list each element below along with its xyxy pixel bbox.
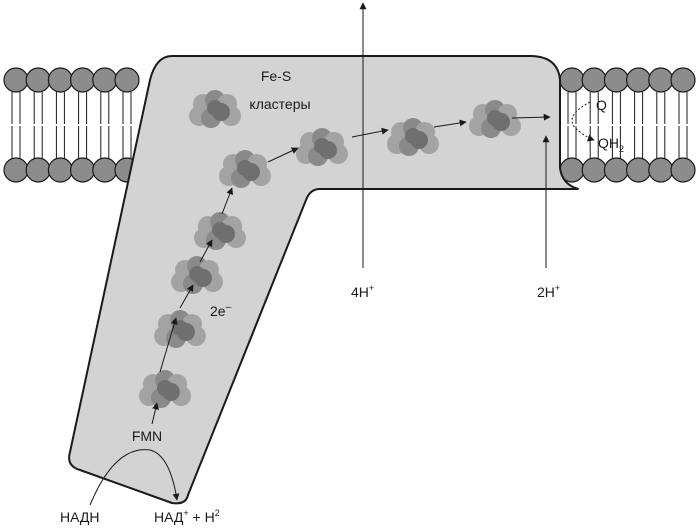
lipid-head bbox=[603, 157, 630, 183]
lipid-head bbox=[559, 67, 585, 93]
fe-s-cluster-group bbox=[139, 90, 521, 408]
lipid-head bbox=[581, 67, 607, 93]
fe-s-cluster bbox=[296, 128, 348, 166]
lipid-head bbox=[581, 157, 607, 183]
lipid-head bbox=[670, 67, 696, 93]
nad-plus-h-label: НАД+ + H2 bbox=[154, 508, 220, 525]
fe-s-label: Fe-S bbox=[261, 68, 291, 84]
fe-s-cluster bbox=[469, 100, 521, 138]
two-h-label: 2H+ bbox=[537, 283, 560, 300]
four-h-label: 4H+ bbox=[351, 283, 374, 300]
two-electrons-label: 2e– bbox=[210, 302, 232, 319]
ubiquinol-label: QH2 bbox=[598, 135, 624, 154]
lipid-head bbox=[25, 157, 51, 183]
cluster-blob bbox=[207, 100, 223, 116]
cluster-blob bbox=[189, 266, 205, 282]
ubiquinone-label: Q bbox=[596, 97, 607, 113]
lipid-head bbox=[25, 67, 51, 93]
fe-s-cluster bbox=[139, 370, 191, 408]
complex-i-body bbox=[68, 55, 579, 505]
electron-arrow bbox=[351, 127, 389, 138]
cluster-blob bbox=[314, 138, 330, 154]
lipid-head bbox=[47, 157, 74, 183]
cluster-blob bbox=[212, 222, 228, 238]
fe-s-cluster bbox=[171, 256, 223, 294]
fmn-arrow bbox=[151, 402, 159, 425]
electron-arrow bbox=[199, 239, 213, 263]
nadh-label: НАДН bbox=[60, 509, 100, 525]
q-reduction-arrow bbox=[571, 101, 595, 142]
lipid-bilayer bbox=[3, 67, 696, 183]
cluster-blob bbox=[237, 160, 253, 176]
lipid-head bbox=[603, 67, 630, 93]
clusters-label: кластеры bbox=[249, 96, 310, 112]
cluster-blob bbox=[487, 110, 503, 126]
fmn-label: FMN bbox=[132, 428, 162, 444]
electron-arrow bbox=[221, 187, 234, 215]
lipid-head bbox=[114, 67, 140, 93]
lipid-head bbox=[3, 67, 29, 93]
lipid-head bbox=[670, 157, 696, 183]
lipid-head bbox=[69, 157, 96, 183]
cluster-blob bbox=[157, 380, 173, 396]
lipid-head bbox=[92, 67, 118, 93]
fe-s-cluster bbox=[189, 90, 241, 128]
electron-arrow bbox=[267, 147, 299, 163]
lipid-head bbox=[69, 67, 96, 93]
nadh-reaction-arrow bbox=[89, 449, 180, 506]
electron-arrow bbox=[433, 119, 467, 128]
lipid-head bbox=[625, 67, 652, 93]
cluster-blob bbox=[405, 128, 421, 144]
fe-s-cluster bbox=[387, 118, 439, 156]
lipid-head bbox=[47, 67, 74, 93]
lipid-head bbox=[92, 157, 118, 183]
lipid-head bbox=[3, 157, 29, 183]
electron-arrow bbox=[159, 317, 178, 373]
lipid-head bbox=[648, 157, 674, 183]
electron-arrow bbox=[511, 113, 551, 121]
lipid-head bbox=[625, 157, 652, 183]
lipid-head bbox=[648, 67, 674, 93]
electron-arrow bbox=[179, 284, 194, 309]
fe-s-cluster bbox=[219, 150, 271, 188]
